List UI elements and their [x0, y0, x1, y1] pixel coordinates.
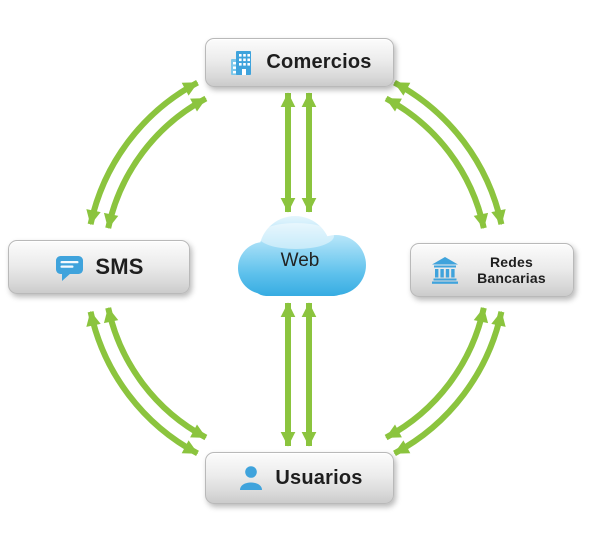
bank-icon [430, 255, 460, 285]
arc-redes-usuarios-inner [384, 307, 489, 441]
node-sms: SMS [8, 240, 190, 294]
arc-sms-comercios-inner [103, 95, 208, 229]
cloud-icon [235, 213, 369, 299]
node-sms-label: SMS [95, 254, 144, 279]
arc-usuarios-sms-inner [103, 307, 208, 441]
node-usuarios: Usuarios [205, 452, 394, 504]
arc-comercios-redes-inner [384, 95, 489, 229]
node-comercios: Comercios [205, 38, 394, 87]
user-icon [236, 463, 266, 493]
center-node-web-label: Web [280, 250, 320, 271]
node-redes-bancarias: Redes Bancarias [410, 243, 574, 297]
node-redes-bancarias-label: Redes Bancarias [477, 253, 546, 286]
building-icon [227, 48, 257, 78]
node-usuarios-label: Usuarios [275, 466, 363, 489]
chat-bubble-icon [54, 251, 86, 283]
node-comercios-label: Comercios [266, 51, 372, 73]
